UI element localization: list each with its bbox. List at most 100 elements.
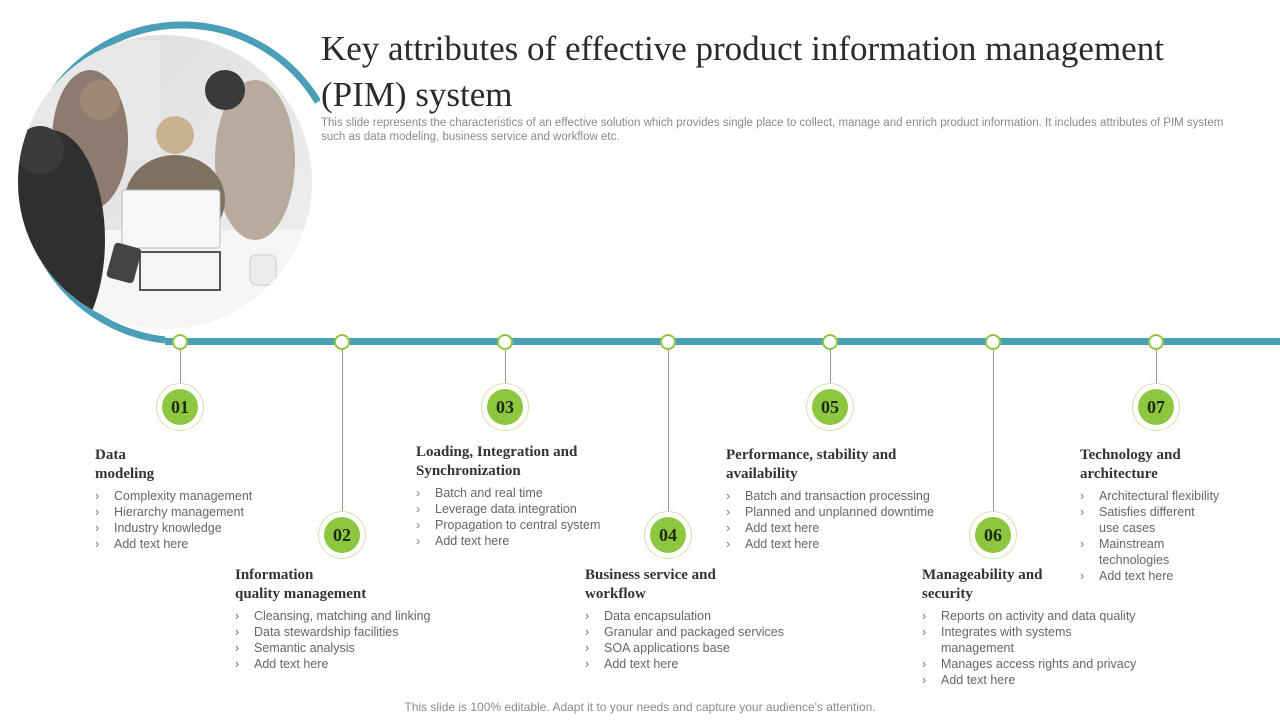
step-item-line: Cleansing, matching and linking (254, 609, 431, 623)
step-item: Cleansing, matching and linking (235, 608, 475, 624)
step-title-line: Performance, stability and (726, 447, 897, 463)
timeline-connector-01 (180, 350, 181, 384)
step-item-line: Data stewardship facilities (254, 625, 399, 639)
step-item: Data encapsulation (585, 608, 825, 624)
step-title-line: Manageability and (922, 567, 1043, 583)
timeline-connector-06 (993, 350, 994, 512)
step-item-line: Add text here (604, 657, 679, 671)
step-item: Add text here (585, 656, 825, 672)
step-item: Granular and packaged services (585, 624, 825, 640)
step-number: 05 (812, 389, 848, 425)
step-number: 01 (162, 389, 198, 425)
step-item-line: Add text here (745, 521, 820, 535)
step-number: 02 (324, 517, 360, 553)
step-item-line: technologies (1099, 553, 1170, 567)
step-item: Leverage data integration (416, 501, 636, 517)
step-number: 04 (650, 517, 686, 553)
step-title: Data modeling (95, 446, 295, 484)
step-item-line: SOA applications base (604, 641, 730, 655)
step-title-line: Data (95, 447, 126, 463)
step-title-line: quality management (235, 586, 367, 602)
timeline-node-02 (334, 334, 350, 350)
step-item: Complexity management (95, 488, 295, 504)
step-item-line: Add text here (254, 657, 329, 671)
step-item-line: Batch and transaction processing (745, 489, 930, 503)
step-title-line: Synchronization (416, 463, 521, 479)
step-item: Hierarchy management (95, 504, 295, 520)
step-title: Technology and architecture (1080, 446, 1270, 484)
step-title: Manageability and security (922, 566, 1172, 604)
timeline-node-06 (985, 334, 1001, 350)
step-item-list: Batch and real timeLeverage data integra… (416, 485, 636, 549)
step-block-07: Technology and architectureArchitectural … (1080, 446, 1270, 584)
step-item: Planned and unplanned downtime (726, 504, 966, 520)
step-item: Add text here (416, 533, 636, 549)
step-item-line: Hierarchy management (114, 505, 244, 519)
step-item: Semantic analysis (235, 640, 475, 656)
step-title-line: Business service and (585, 567, 716, 583)
step-item-line: Propagation to central system (435, 518, 601, 532)
step-number: 03 (487, 389, 523, 425)
step-block-01: Data modelingComplexity managementHierarc… (95, 446, 295, 552)
step-title-line: security (922, 586, 973, 602)
step-number: 06 (975, 517, 1011, 553)
step-item-line: Data encapsulation (604, 609, 712, 623)
step-item-line: Semantic analysis (254, 641, 355, 655)
step-item: Manages access rights and privacy (922, 656, 1172, 672)
step-block-02: Information quality managementCleansing, … (235, 566, 475, 672)
step-title: Business service and workflow (585, 566, 825, 604)
step-item-list: Reports on activity and data qualityInte… (922, 608, 1172, 688)
timeline-node-03 (497, 334, 513, 350)
step-item: Data stewardship facilities (235, 624, 475, 640)
timeline-node-04 (660, 334, 676, 350)
timeline-connector-03 (505, 350, 506, 384)
step-item: Reports on activity and data quality (922, 608, 1172, 624)
step-item-line: Planned and unplanned downtime (745, 505, 935, 519)
timeline-node-01 (172, 334, 188, 350)
step-item-line: Manages access rights and privacy (941, 657, 1137, 671)
step-item: Industry knowledge (95, 520, 295, 536)
step-item-line: Batch and real time (435, 486, 543, 500)
step-item: Add text here (726, 536, 966, 552)
step-item-line: use cases (1099, 521, 1156, 535)
step-item: Propagation to central system (416, 517, 636, 533)
step-block-04: Business service and workflowData encapsu… (585, 566, 825, 672)
step-item: Add text here (1080, 568, 1270, 584)
step-item: Batch and real time (416, 485, 636, 501)
step-block-06: Manageability and securityReports on acti… (922, 566, 1172, 688)
step-item: SOA applications base (585, 640, 825, 656)
step-item: Batch and transaction processing (726, 488, 966, 504)
timeline-node-05 (822, 334, 838, 350)
step-item-list: Batch and transaction processingPlanned … (726, 488, 966, 552)
timeline-connector-07 (1156, 350, 1157, 384)
step-badge-05: 05 (807, 384, 853, 430)
step-item-line: Add text here (745, 537, 820, 551)
team-photo (0, 0, 322, 350)
step-title-line: Information (235, 567, 314, 583)
step-item-line: Granular and packaged services (604, 625, 784, 639)
step-badge-03: 03 (482, 384, 528, 430)
step-item: Add text here (95, 536, 295, 552)
step-title-line: modeling (95, 466, 155, 482)
step-item-line: Architectural flexibility (1099, 489, 1220, 503)
step-title-line: Technology and (1080, 447, 1181, 463)
step-title-line: availability (726, 466, 798, 482)
step-block-03: Loading, Integration andSynchronizationB… (416, 443, 636, 549)
step-badge-01: 01 (157, 384, 203, 430)
step-title-line: architecture (1080, 466, 1158, 482)
step-badge-02: 02 (319, 512, 365, 558)
timeline-line (165, 338, 1280, 345)
step-item-line: Reports on activity and data quality (941, 609, 1136, 623)
step-item: Architectural flexibility (1080, 488, 1270, 504)
step-item-line: Add text here (1099, 569, 1174, 583)
timeline-connector-04 (668, 350, 669, 512)
step-badge-06: 06 (970, 512, 1016, 558)
step-item-list: Architectural flexibilitySatisfies diffe… (1080, 488, 1270, 584)
step-item-line: Industry knowledge (114, 521, 222, 535)
step-item-list: Data encapsulationGranular and packaged … (585, 608, 825, 672)
step-item-line: Complexity management (114, 489, 253, 503)
step-title-line: workflow (585, 586, 646, 602)
step-title: Performance, stability and availability (726, 446, 966, 484)
